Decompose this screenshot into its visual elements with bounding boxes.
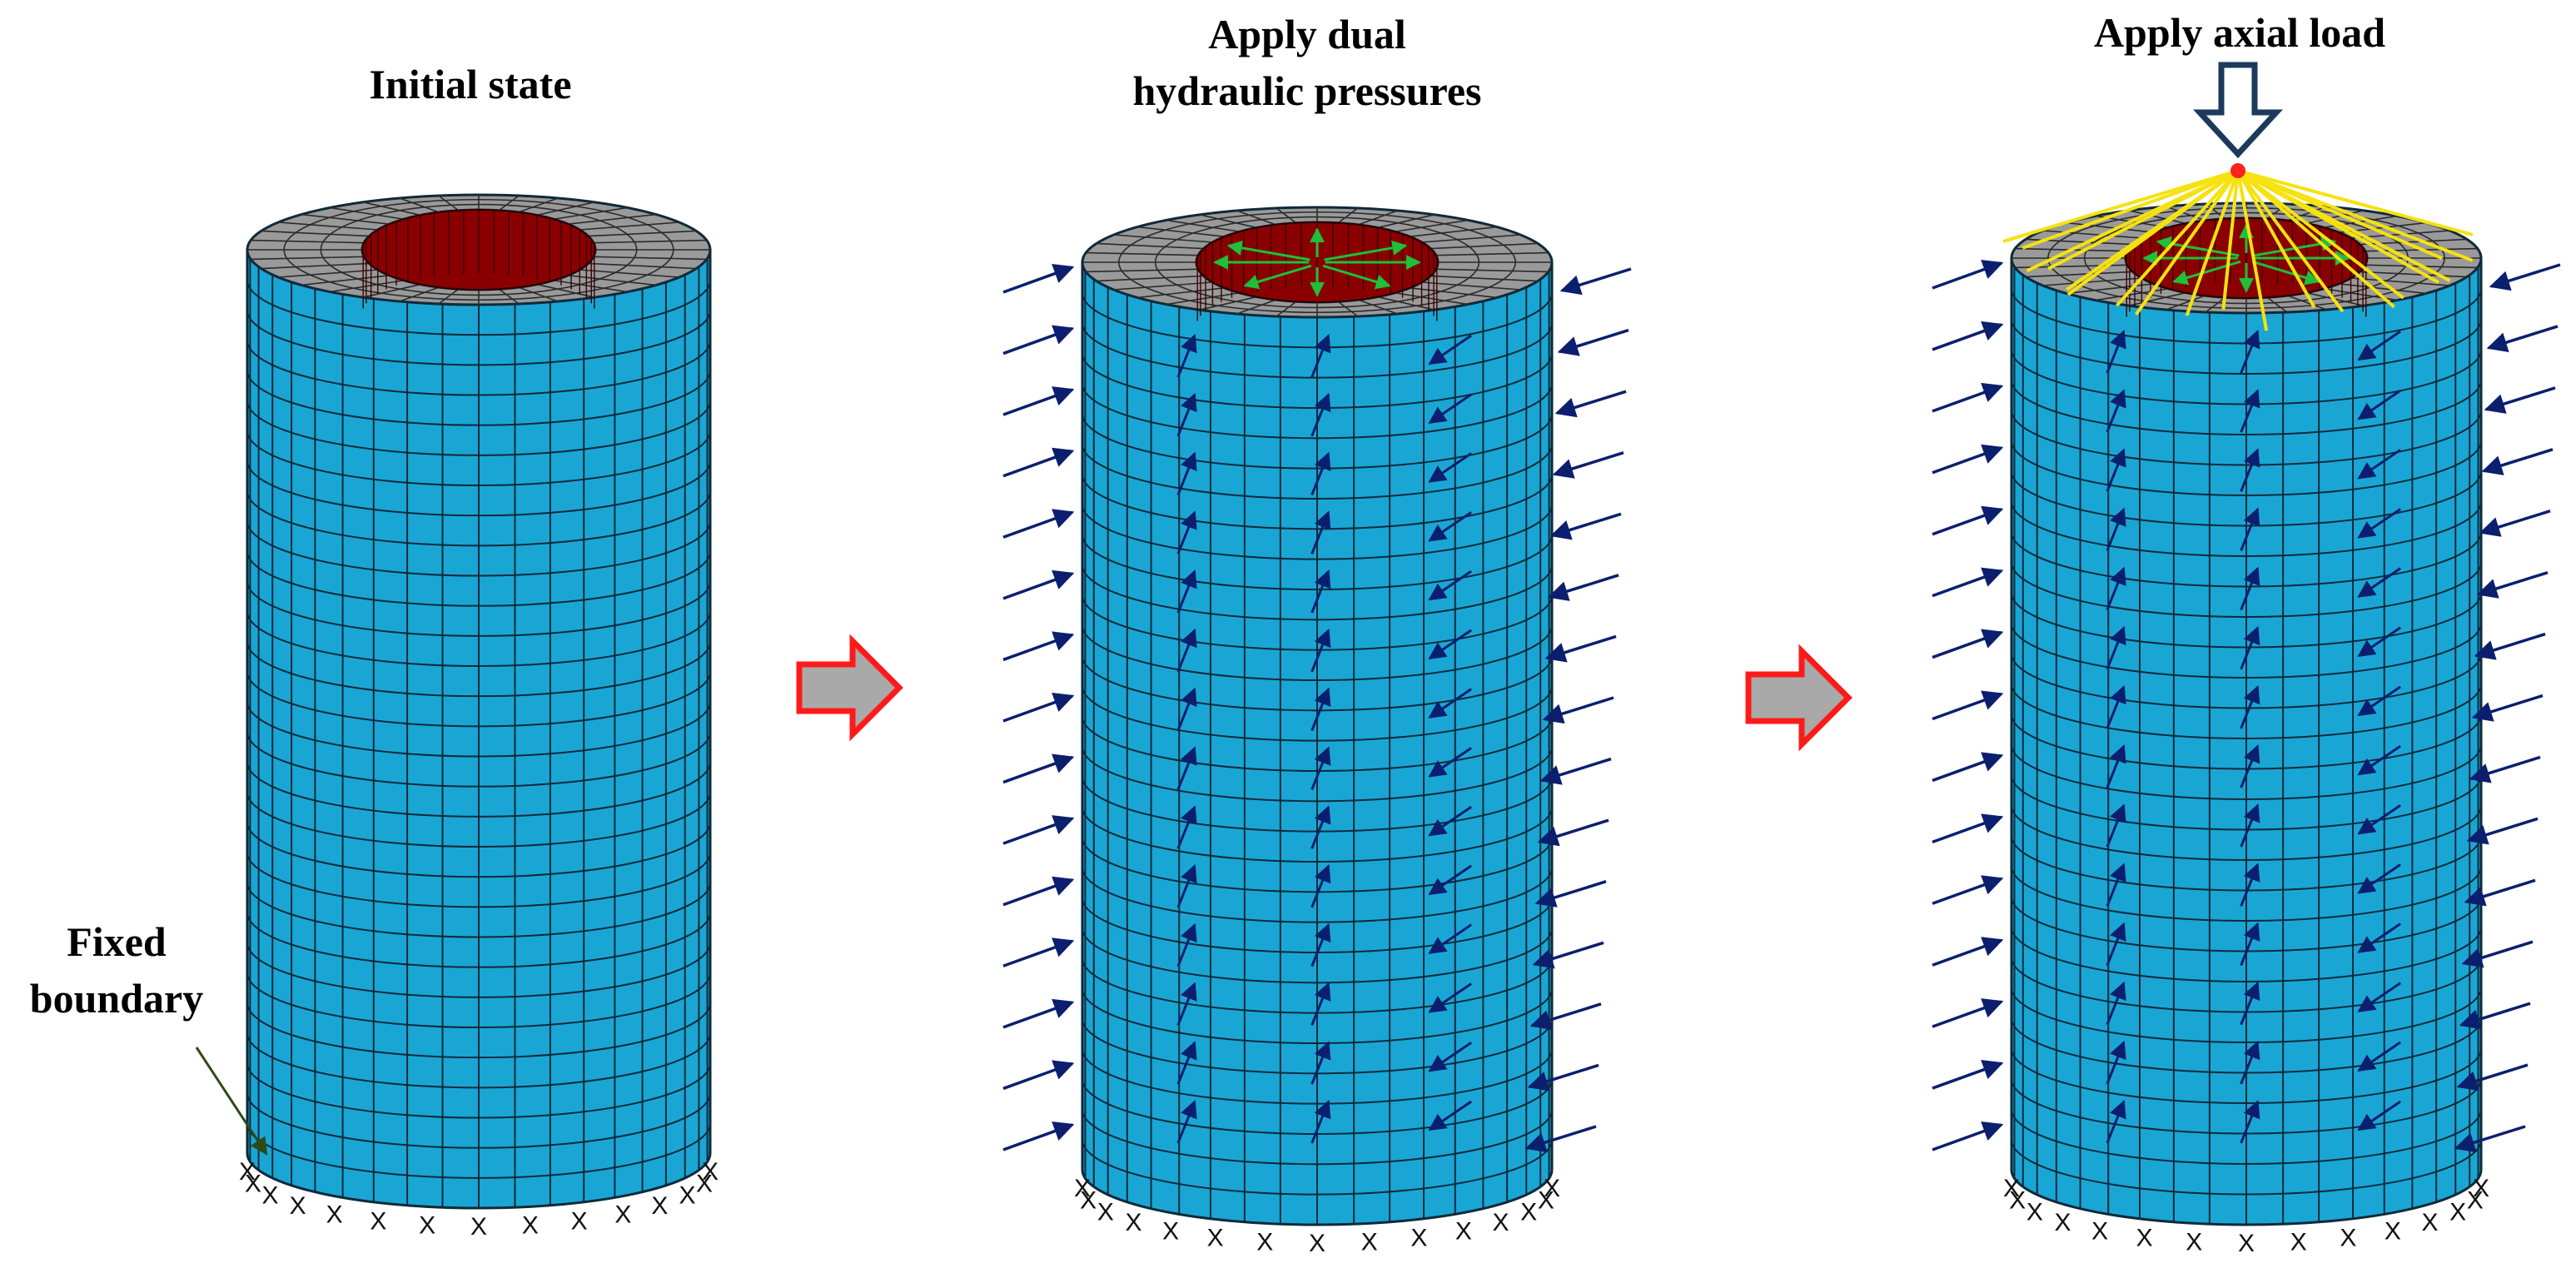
x-mark-icon: X (1256, 1228, 1273, 1256)
x-mark-icon: X (2340, 1224, 2356, 1251)
stage-title-initial-state: Initial state (369, 61, 572, 107)
x-mark-icon: X (679, 1182, 695, 1210)
x-mark-icon: X (2026, 1199, 2043, 1226)
x-mark-icon: X (1538, 1187, 1554, 1215)
top-face-mesh (247, 195, 710, 305)
axial-load-arrow-icon (2193, 62, 2283, 159)
top-face-mesh (1082, 207, 1552, 317)
x-mark-icon: X (1309, 1230, 1325, 1257)
x-mark-icon: X (419, 1211, 435, 1239)
x-mark-icon: X (1097, 1199, 1114, 1226)
x-mark-icon: X (290, 1192, 306, 1220)
stage-title-axial-load: Apply axial load (2093, 9, 2386, 56)
x-mark-icon: X (2473, 1175, 2489, 1202)
horizontal-mesh-lines (2011, 288, 2482, 1196)
stage-transition-arrow-1-icon (796, 634, 903, 742)
x-mark-icon: X (2467, 1187, 2484, 1215)
x-mark-icon: X (1544, 1175, 1560, 1202)
x-mark-icon: X (2238, 1230, 2255, 1257)
external-pressure-arrows (1002, 263, 1632, 1153)
x-mark-icon: X (696, 1171, 713, 1198)
x-mark-icon: X (1126, 1209, 1142, 1236)
x-mark-icon: X (262, 1182, 279, 1210)
x-mark-icon: X (2091, 1218, 2108, 1246)
x-mark-icon: X (2385, 1218, 2401, 1246)
x-mark-icon: X (2421, 1209, 2438, 1236)
internal-pressure-arrows (1213, 227, 1421, 297)
x-mark-icon: X (702, 1158, 719, 1186)
x-mark-icon: X (1410, 1224, 1427, 1251)
x-mark-icon: X (2186, 1228, 2202, 1256)
surface-pressure-arrows (2106, 330, 2401, 1144)
surface-pressure-arrows (1176, 334, 1472, 1144)
x-mark-icon: X (1361, 1228, 1378, 1256)
horizontal-mesh-lines (1082, 292, 1553, 1196)
x-mark-icon: X (2290, 1228, 2307, 1256)
x-mark-icon: X (1074, 1175, 1091, 1202)
horizontal-mesh-lines (246, 280, 711, 1179)
load-reference-point (2230, 163, 2245, 178)
x-mark-icon: X (1162, 1218, 1179, 1246)
x-mark-icon: X (1080, 1187, 1097, 1215)
x-mark-icon: X (1492, 1209, 1509, 1236)
stage-title-dual-pressure-line2: hydraulic pressures (1132, 67, 1482, 114)
x-mark-icon: X (1455, 1218, 1472, 1246)
boundary-pointer-arrow (195, 1047, 268, 1156)
x-mark-icon: X (370, 1207, 386, 1235)
x-mark-icon: X (2009, 1187, 2026, 1215)
x-mark-icon: X (571, 1207, 588, 1235)
x-mark-icon: X (2449, 1199, 2466, 1226)
x-mark-icon: X (245, 1171, 261, 1198)
external-pressure-arrows (1932, 259, 2561, 1153)
inner-hole (361, 209, 596, 309)
boundary-label-line1: Fixed (67, 918, 167, 965)
boundary-label-line2: boundary (29, 975, 204, 1022)
x-mark-icon: X (1520, 1199, 1537, 1226)
x-mark-icon: X (326, 1201, 343, 1229)
x-mark-icon: X (2003, 1175, 2020, 1202)
x-mark-icon: X (2055, 1209, 2071, 1236)
stage-title-dual-pressure-line1: Apply dual (1208, 11, 1406, 57)
x-mark-icon: X (470, 1213, 487, 1241)
x-mark-icon: X (651, 1192, 668, 1220)
x-mark-icon: X (522, 1211, 539, 1239)
x-mark-icon: X (239, 1158, 256, 1186)
stage-transition-arrow-2-icon (1745, 644, 1852, 752)
x-mark-icon: X (614, 1201, 631, 1229)
x-mark-icon: X (2136, 1224, 2153, 1251)
x-mark-icon: X (1207, 1224, 1224, 1251)
axial-coupling-lines (2002, 169, 2474, 331)
